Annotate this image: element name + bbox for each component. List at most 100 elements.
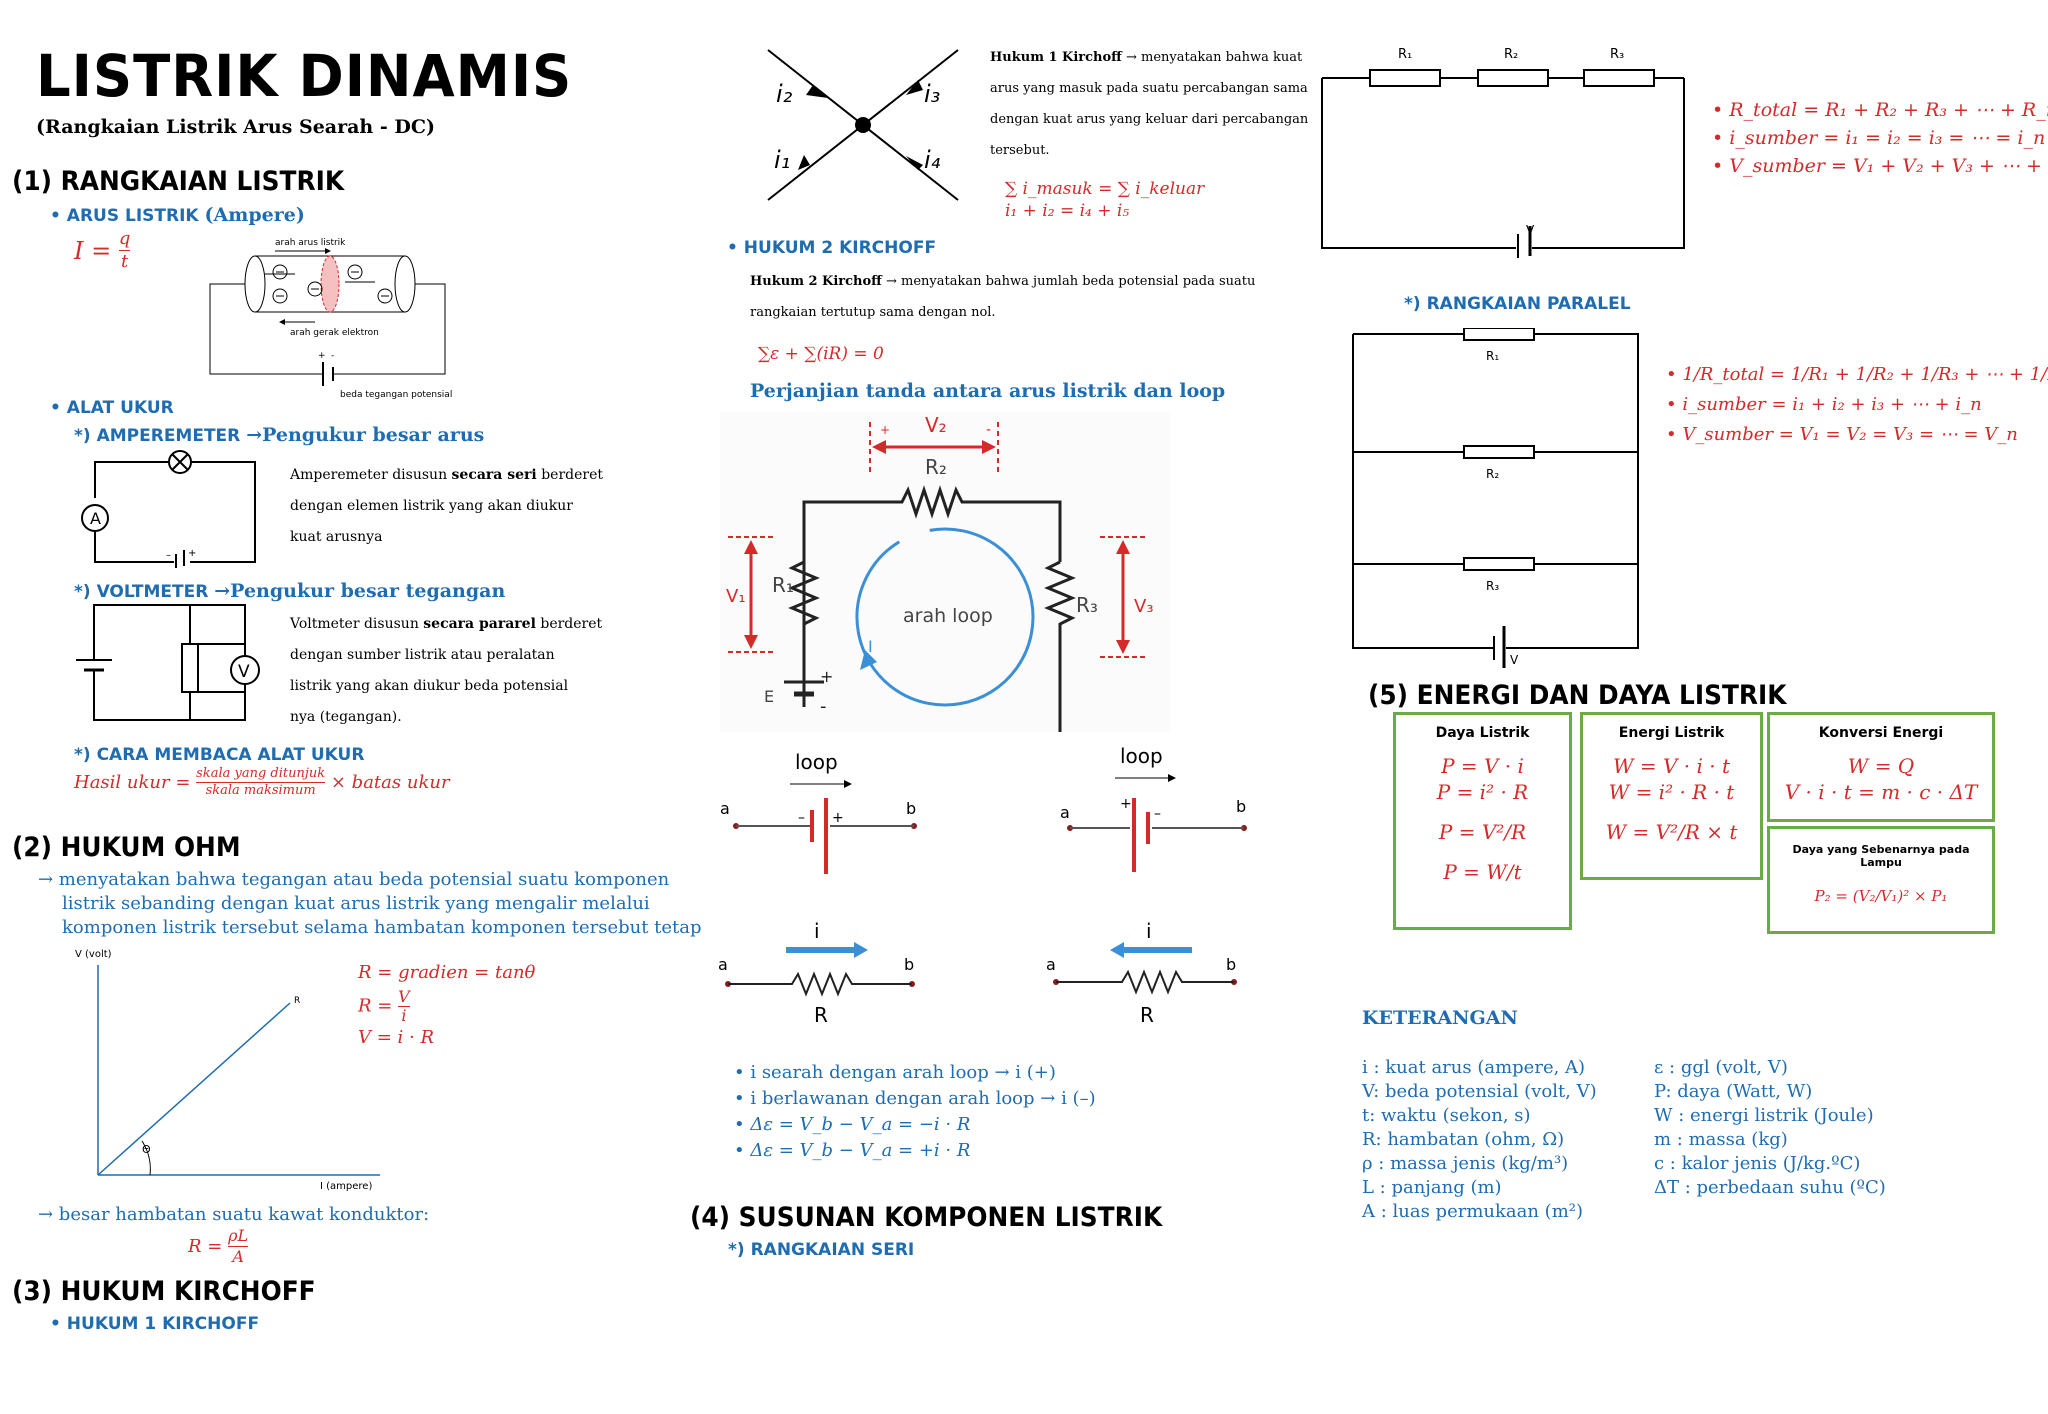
daya-eq-4: P = W/t: [1443, 860, 1522, 884]
graph-theta-label: Θ: [142, 1143, 151, 1156]
battery-loop-left: loop a b –+: [720, 750, 917, 874]
amperemeter-description: Amperemeter disusun secara seri berderet…: [290, 467, 603, 545]
loop-arah-label: arah loop: [903, 605, 993, 627]
amperemeter-heading: *) AMPEREMETER →Pengukur besar arus: [74, 424, 485, 446]
page-title: LISTRIK DINAMIS: [36, 42, 573, 110]
arus-listrik-diagram: arah arus listrik arah gerak elektron +-…: [209, 238, 452, 400]
alat-ukur-label: • ALAT UKUR: [50, 398, 174, 418]
daya-lampu-box: Daya yang Sebenarnya pada Lampu P₂ = (V₂…: [1767, 826, 1995, 934]
rangkaian-paralel-label: *) RANGKAIAN PARALEL: [1404, 294, 1631, 314]
parallel-r3-label: R₃: [1486, 579, 1499, 593]
svg-text:–: –: [166, 550, 171, 561]
konversi-energi-title: Konversi Energi: [1818, 725, 1944, 741]
perjanjian-heading: Perjanjian tanda antara arus listrik dan…: [750, 380, 1226, 402]
series-r2-label: R₂: [1504, 47, 1518, 62]
parallel-r2-label: R₂: [1486, 467, 1499, 481]
section-2-heading: (2) HUKUM OHM: [12, 832, 241, 863]
daya-listrik-title: Daya Listrik: [1435, 725, 1530, 741]
daya-eq-1: P = V · i: [1441, 754, 1524, 778]
loop-r2-label: R₂: [925, 455, 947, 479]
sign-rules-list: • i searah dengan arah loop → i (+) • i …: [734, 1062, 1096, 1161]
section-5-heading: (5) ENERGI DAN DAYA LISTRIK: [1368, 680, 1787, 711]
resistor-r-label: R: [814, 1003, 828, 1027]
point-b: b: [1226, 955, 1236, 974]
kawat-description: → besar hambatan suatu kawat konduktor:: [38, 1204, 430, 1225]
point-b: b: [1236, 797, 1246, 816]
loop-word-label: loop: [1120, 744, 1163, 768]
series-equations: • R_total = R₁ + R₂ + R₃ + ⋯ + R_n • i_s…: [1712, 99, 2048, 177]
point-a: a: [720, 799, 730, 818]
point-a: a: [718, 955, 728, 974]
series-r1-label: R₁: [1398, 47, 1412, 62]
svg-text:-: -: [986, 422, 991, 438]
energi-eq-2: W = i² · R · t: [1608, 780, 1735, 804]
voltmeter-description: Voltmeter disusun secara pararel berdere…: [290, 616, 603, 725]
svg-text:–: –: [1154, 806, 1161, 822]
point-b: b: [906, 799, 916, 818]
cara-membaca-heading: *) CARA MEMBACA ALAT UKUR: [74, 745, 365, 765]
konversi-eq-1: W = Q: [1847, 754, 1915, 778]
resistor-current-left: i a b R: [1046, 919, 1237, 1027]
ohm-graph: V (volt) R Θ I (ampere): [75, 949, 380, 1192]
amperemeter-circuit: A –+: [81, 450, 256, 568]
loop-word-label: loop: [795, 750, 838, 774]
loop-v1-label: V₁: [726, 586, 746, 607]
current-i-label: i: [814, 919, 820, 943]
voltmeter-symbol: V: [238, 662, 250, 682]
node-label-i4: i₄: [924, 146, 941, 174]
keterangan-title: KETERANGAN: [1362, 1007, 1518, 1029]
node-label-i1: i₁: [774, 146, 790, 174]
energi-listrik-title: Energi Listrik: [1618, 725, 1725, 741]
hukum-2-equation: ∑ε + ∑(iR) = 0: [758, 344, 884, 364]
loop-diagram: +- V₂ R₂ R₁ R₃ V₁ V₃ arah loop I +- E: [720, 412, 1170, 732]
hukum-1-label: • HUKUM 1 KIRCHOFF: [50, 1314, 260, 1334]
fig-beda-tegangan-label: beda tegangan potensial: [340, 390, 452, 400]
hukum-2-description: Hukum 2 Kirchoff → menyatakan bahwa juml…: [750, 274, 1256, 320]
hukum-2-label: • HUKUM 2 KIRCHOFF: [727, 238, 937, 258]
battery-loop-right: loop a b + –: [1060, 744, 1247, 872]
arus-listrik-label: • ARUS LISTRIK (Ampere): [50, 204, 305, 226]
loop-e-label: E: [764, 687, 774, 706]
series-circuit: R₁ R₂ R₃ V: [1321, 47, 1685, 258]
fig-arah-elektron-label: arah gerak elektron: [290, 328, 379, 338]
keterangan-left-list: i : kuat arus (ampere, A) V: beda potens…: [1362, 1057, 1597, 1222]
node-label-i2: i₂: [776, 80, 793, 108]
section-4-heading: (4) SUSUNAN KOMPONEN LISTRIK: [690, 1202, 1163, 1233]
series-v-label: V: [1526, 223, 1535, 237]
fig-arah-arus-label: arah arus listrik: [275, 238, 346, 248]
parallel-circuit: R₁ R₂ R₃ V: [1352, 328, 1639, 668]
series-r3-label: R₃: [1610, 47, 1624, 62]
keterangan-right-list: ε : ggl (volt, V) P: daya (Watt, W) W : …: [1654, 1057, 1886, 1198]
ohm-description: → menyatakan bahwa tegangan atau beda po…: [38, 869, 702, 938]
section-1-heading: (1) RANGKAIAN LISTRIK: [12, 166, 345, 197]
resistor-current-right: i a b R: [718, 919, 915, 1027]
parallel-r1-label: R₁: [1486, 349, 1499, 363]
loop-r3-label: R₃: [1076, 593, 1098, 617]
rangkaian-seri-label: *) RANGKAIAN SERI: [728, 1240, 915, 1260]
svg-text:+: +: [188, 548, 196, 559]
konversi-eq-2: V · i · t = m · c · ΔT: [1784, 780, 1978, 804]
loop-r1-label: R₁: [772, 573, 794, 597]
parallel-v-label: V: [1510, 653, 1519, 667]
page-subtitle: (Rangkaian Listrik Arus Searah - DC): [36, 116, 435, 138]
daya-lampu-title: Daya yang Sebenarnya pada Lampu: [1792, 843, 1970, 869]
graph-y-label: V (volt): [75, 949, 112, 960]
kirchoff-node-diagram: i₂ i₃ i₁ i₄: [767, 49, 959, 201]
svg-text:+: +: [820, 667, 833, 686]
hukum-1-equations: ∑ i_masuk = ∑ i_keluar i₁ + i₂ = i₄ + i₅: [1005, 179, 1205, 221]
loop-i-label: I: [868, 637, 873, 656]
current-i-label: i: [1146, 919, 1152, 943]
svg-text:+: +: [1120, 796, 1132, 812]
daya-eq-2: P = i² · R: [1436, 780, 1529, 804]
svg-text:+: +: [880, 423, 890, 437]
resistor-r-label: R: [1140, 1003, 1154, 1027]
point-a: a: [1060, 803, 1070, 822]
point-b: b: [904, 955, 914, 974]
point-a: a: [1046, 955, 1056, 974]
loop-v2-label: V₂: [925, 413, 947, 437]
daya-lampu-equation: P₂ = (V₂/V₁)² × P₁: [1814, 887, 1948, 905]
voltmeter-circuit: V: [76, 604, 260, 721]
svg-text:–: –: [798, 810, 805, 826]
